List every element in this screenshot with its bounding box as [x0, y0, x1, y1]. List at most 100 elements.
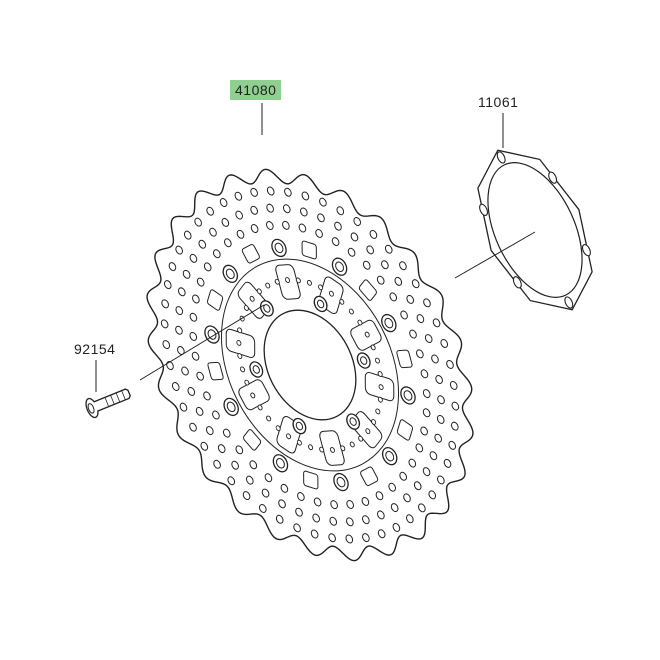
hub-mounting-hole-inner	[252, 365, 261, 375]
drilled-hole	[434, 374, 443, 384]
gasket-hole	[512, 276, 523, 290]
drilled-hole	[234, 210, 243, 220]
carrier-slot	[241, 244, 260, 264]
drilled-hole	[177, 287, 186, 297]
bolt-shank	[94, 388, 131, 411]
hub-vent-hole	[257, 404, 263, 410]
drilled-hole	[413, 481, 422, 491]
carrier-slot	[304, 471, 318, 490]
drilled-hole	[415, 443, 424, 453]
assembly-line-bolt-to-disc	[140, 305, 264, 380]
floating-button-bore	[384, 450, 395, 462]
drilled-hole	[445, 359, 454, 369]
drilled-hole	[329, 516, 338, 526]
drilled-hole	[191, 294, 200, 304]
drilled-hole	[298, 223, 307, 233]
hub-center-bore	[246, 294, 374, 436]
drilled-hole	[235, 445, 244, 455]
drilled-hole	[230, 460, 239, 470]
drilled-hole	[189, 312, 198, 322]
drilled-hole	[227, 476, 236, 486]
drilled-hole	[353, 216, 362, 226]
hub-vent-hole	[307, 280, 313, 286]
drilled-hole	[405, 514, 414, 524]
drilled-hole	[296, 491, 305, 501]
hub-vent-hole	[365, 428, 371, 434]
hub-vent-hole	[297, 440, 303, 446]
brake-disc[interactable]	[82, 114, 538, 617]
floating-button-bore	[275, 457, 286, 469]
hub-small-holes	[208, 252, 413, 478]
bolt-head-socket	[87, 403, 95, 414]
drilled-hole	[329, 500, 338, 510]
drilled-hole	[316, 213, 325, 223]
drilled-hole	[377, 529, 386, 539]
drilled-hole	[424, 333, 433, 343]
hub-vent-hole	[237, 327, 243, 333]
drilled-hole	[179, 402, 188, 412]
gasket[interactable]	[454, 130, 616, 330]
drilled-hole	[345, 534, 354, 544]
drilled-hole	[236, 229, 245, 239]
hub-vent-hole	[274, 279, 280, 285]
drilled-hole	[195, 406, 204, 416]
drilled-hole	[182, 269, 191, 279]
drilled-hole	[275, 514, 284, 524]
drilled-hole	[205, 425, 214, 435]
drilled-hole	[420, 369, 429, 379]
gasket-outline	[454, 130, 616, 330]
drilled-hole	[174, 325, 183, 335]
drilled-hole	[422, 467, 431, 477]
part-number-11061[interactable]: 11061	[478, 94, 519, 110]
part-number-41080[interactable]: 41080	[230, 80, 282, 100]
bolt[interactable]	[84, 384, 133, 419]
hub-vent-hole	[358, 436, 364, 442]
hub-mounting-hole-inner	[349, 417, 358, 427]
hub-vent-hole	[375, 408, 381, 414]
drilled-hole	[193, 217, 202, 227]
carrier-slot	[358, 279, 377, 302]
gasket-hole	[478, 203, 489, 217]
drilled-hole	[429, 451, 438, 461]
drilled-hole	[301, 191, 310, 201]
drilled-hole	[202, 391, 211, 401]
drilled-hole	[277, 499, 286, 509]
drilled-hole	[416, 313, 425, 323]
drilled-hole	[264, 473, 273, 483]
drilled-hole	[318, 197, 327, 207]
carrier-slot	[207, 289, 223, 312]
drilled-hole	[375, 491, 384, 501]
drilled-hole	[422, 388, 431, 398]
hub-vent-hole	[348, 308, 354, 314]
drilled-hole	[402, 493, 411, 503]
floating-button-bore	[273, 242, 284, 254]
hub-vent-hole	[370, 344, 376, 350]
hub-vent-hole	[349, 441, 355, 447]
floating-button-bore	[335, 476, 346, 488]
drilled-hole	[362, 260, 371, 270]
part-number-92154[interactable]: 92154	[74, 341, 116, 357]
drilled-hole	[436, 475, 445, 485]
drilled-hole	[280, 483, 289, 493]
drilled-hole	[294, 507, 303, 517]
drilled-hole	[175, 245, 184, 255]
drilled-hole	[249, 460, 258, 470]
drilled-hole	[394, 276, 403, 286]
drilled-hole	[234, 191, 243, 201]
drilled-hole	[212, 249, 221, 259]
drilled-hole	[417, 503, 426, 513]
assembly-line-gasket-to-disc	[455, 232, 535, 278]
drilled-hole	[449, 380, 458, 390]
drilled-hole	[361, 496, 370, 506]
drilled-hole	[430, 354, 439, 364]
hub-vent-hole	[256, 288, 262, 294]
drilled-hole	[406, 294, 415, 304]
drilled-hole	[282, 204, 291, 214]
drilled-hole	[450, 421, 459, 431]
hub-vent-hole	[236, 340, 242, 346]
carrier-slot	[360, 466, 379, 486]
gasket-inner-bore	[469, 148, 602, 312]
drilled-hole	[440, 338, 449, 348]
drilled-hole	[196, 277, 205, 287]
